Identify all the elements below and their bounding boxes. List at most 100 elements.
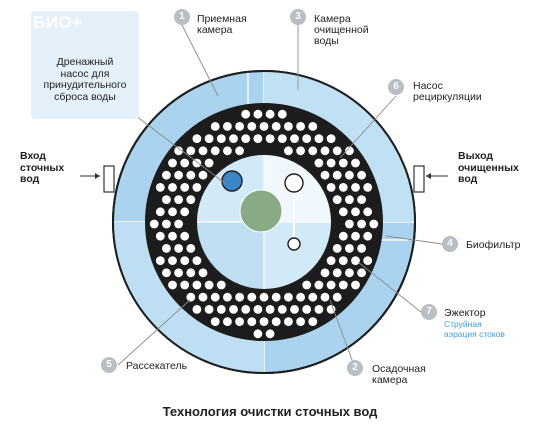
- perforation-hole: [174, 219, 184, 229]
- perforation-hole: [308, 317, 318, 326]
- perforation-hole: [247, 292, 257, 302]
- perforation-hole: [284, 317, 293, 326]
- perforation-hole: [162, 195, 171, 205]
- perforation-hole: [332, 170, 342, 180]
- perforation-hole: [180, 256, 190, 265]
- perforation-hole: [345, 244, 354, 253]
- perforation-hole: [247, 122, 257, 131]
- perforation-hole: [216, 280, 226, 290]
- perforation-hole: [186, 170, 196, 180]
- perforation-hole: [277, 305, 287, 314]
- ejector-nozzle: [287, 237, 301, 251]
- perforation-hole: [216, 305, 226, 314]
- perforation-hole: [296, 317, 305, 326]
- perforation-hole: [241, 109, 251, 119]
- central-quadrant: [196, 222, 264, 290]
- perforation-hole: [314, 305, 324, 314]
- perforation-hole: [338, 280, 348, 290]
- leader-line: [357, 261, 422, 313]
- perforation-hole: [253, 329, 263, 339]
- perforation-hole: [338, 231, 348, 241]
- perforation-hole: [326, 183, 336, 192]
- perforation-hole: [155, 256, 165, 265]
- perforation-hole: [186, 244, 196, 253]
- perforation-hole: [265, 109, 275, 119]
- perforation-hole: [351, 280, 360, 290]
- perforation-hole: [277, 109, 287, 119]
- perforation-hole: [357, 219, 366, 229]
- outlet-arrow-head: [426, 173, 431, 179]
- perforation-hole: [320, 146, 330, 156]
- perforation-hole: [345, 170, 354, 180]
- perforation-hole: [229, 305, 238, 314]
- perforation-hole: [174, 268, 184, 278]
- perforation-hole: [308, 292, 318, 302]
- label-settling-chamber: Осадочная камера: [372, 363, 426, 386]
- perforation-hole: [186, 195, 196, 205]
- badge-2: 2: [347, 360, 363, 376]
- perforation-hole: [290, 134, 299, 144]
- perforation-hole: [345, 146, 354, 156]
- perforation-hole: [290, 305, 299, 314]
- bio-title: БИО+: [33, 13, 83, 32]
- recirculation-pump: [284, 173, 304, 193]
- perforation-hole: [357, 195, 366, 205]
- perforation-hole: [168, 158, 177, 168]
- label-ejector: Эжектор: [444, 307, 486, 319]
- badge-7: 7: [421, 304, 437, 320]
- outer-ring-outline: [112, 70, 416, 374]
- perforation-hole: [259, 292, 269, 302]
- perforation-hole: [271, 292, 281, 302]
- perforation-hole: [247, 317, 257, 326]
- perforation-hole: [326, 134, 336, 144]
- perforation-hole: [174, 170, 184, 180]
- perforation-hole: [351, 207, 360, 217]
- perforation-hole: [168, 183, 177, 192]
- bio-callout-box: [31, 11, 139, 119]
- perforation-hole: [338, 183, 348, 192]
- perforation-hole: [369, 219, 379, 229]
- perforation-hole: [351, 231, 360, 241]
- perforation-hole: [332, 268, 342, 278]
- perforation-hole: [198, 146, 208, 156]
- perforation-hole: [320, 292, 330, 302]
- perforation-hole: [326, 158, 336, 168]
- perforation-hole: [162, 268, 171, 278]
- perforation-hole: [314, 134, 324, 144]
- perforation-hole: [186, 292, 196, 302]
- label-recirculation-pump: Насос рециркуляции: [413, 80, 482, 103]
- leader-lines: [117, 24, 443, 369]
- diagram-caption: Технология очистки сточных вод: [162, 404, 378, 419]
- perforation-hole: [174, 146, 184, 156]
- perforation-hole: [296, 122, 305, 131]
- perforation-hole: [284, 122, 293, 131]
- perforation-hole: [271, 317, 281, 326]
- perforation-hole: [192, 183, 202, 192]
- perforation-hole: [308, 146, 318, 156]
- perforation-hole: [192, 134, 202, 144]
- perforation-hole: [210, 146, 220, 156]
- perforation-hole: [357, 244, 366, 253]
- perforation-hole: [168, 280, 177, 290]
- perforation-hole: [332, 146, 342, 156]
- perforation-hole: [332, 292, 342, 302]
- tank-cross-section: [80, 70, 448, 374]
- perforation-hole: [253, 109, 263, 119]
- perforation-hole: [223, 292, 232, 302]
- bio-drain-pump-text: Дренажный насос для принудительного сбро…: [43, 56, 127, 103]
- perforation-hole: [192, 280, 202, 290]
- perforation-hole: [186, 146, 196, 156]
- perforation-hole: [155, 183, 165, 192]
- perforation-hole: [168, 231, 177, 241]
- perforation-hole: [253, 305, 263, 314]
- perforation-hole: [265, 305, 275, 314]
- outlet-nozzle: [413, 165, 425, 193]
- perforation-hole: [265, 134, 275, 144]
- perforation-hole: [235, 146, 245, 156]
- label-clean-water-chamber: Камера очищенной воды: [314, 13, 369, 47]
- central-chamber-outline: [195, 153, 333, 291]
- central-quadrant: [264, 222, 332, 290]
- perforation-holes: [149, 109, 379, 339]
- perforation-hole: [363, 256, 373, 265]
